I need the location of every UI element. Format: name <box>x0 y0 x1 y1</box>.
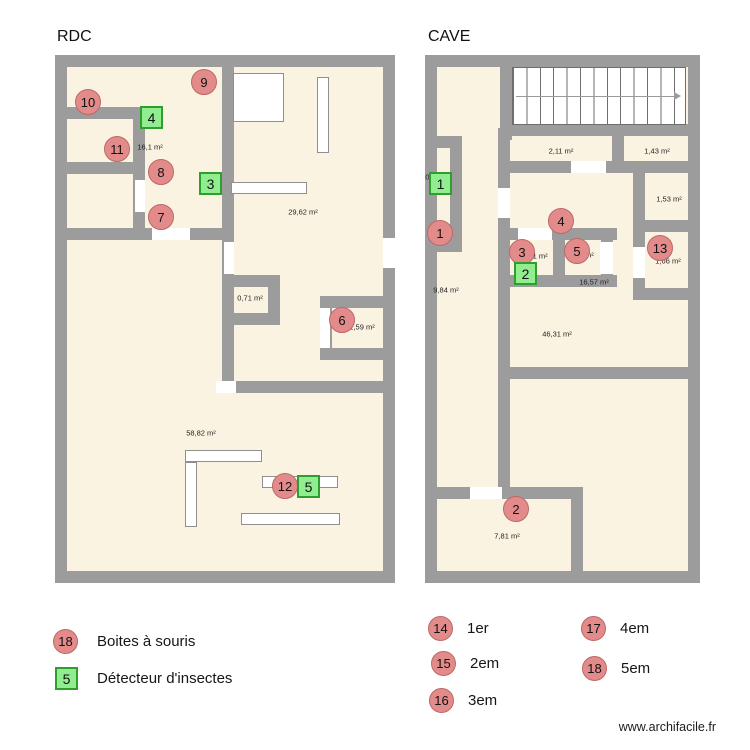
wall <box>553 240 565 275</box>
plan-title-rdc: RDC <box>57 28 92 45</box>
door-opening <box>498 188 510 218</box>
mouse-box-marker[interactable]: 2 <box>503 496 529 522</box>
door-opening <box>224 242 234 274</box>
watermark: www.archifacile.fr <box>618 720 716 734</box>
room-area-label: 29,62 m² <box>288 207 318 217</box>
wall <box>633 288 700 300</box>
wall <box>500 55 512 140</box>
furniture <box>185 462 197 527</box>
legend-label-floor-1: 1er <box>467 620 489 637</box>
arrow-right-icon <box>674 92 681 100</box>
room-area-label: 1,1 m² <box>526 251 548 261</box>
door-opening <box>571 161 606 173</box>
legend-label-insect-detector: Détecteur d'insectes <box>97 670 233 687</box>
insect-detector-badge: 5 <box>55 667 78 690</box>
furniture <box>231 182 307 194</box>
floor-1-badge: 14 <box>428 616 453 641</box>
wall <box>450 136 462 248</box>
insect-detector-marker[interactable]: 4 <box>140 106 163 129</box>
floor-4-badge: 17 <box>581 616 606 641</box>
legend-label-floor-2: 2em <box>470 655 500 672</box>
room-area-label: 9,84 m² <box>433 285 459 295</box>
door-opening <box>633 247 645 278</box>
wall <box>571 487 583 583</box>
room-area-label: 1,59 m² <box>349 322 375 332</box>
wall <box>222 381 395 393</box>
room-area-label: 16,57 m² <box>579 277 609 287</box>
furniture <box>317 77 329 153</box>
room-area-label: 2,11 m² <box>548 146 574 156</box>
mouse-box-marker[interactable]: 5 <box>564 238 590 264</box>
room-area-label: 0,71 m² <box>237 293 263 303</box>
wall <box>498 367 700 379</box>
door-opening <box>518 228 552 240</box>
room-area-label: 46,31 m² <box>542 329 572 339</box>
legend-item-floor-4: 17 4em <box>581 616 649 641</box>
wall <box>425 487 583 499</box>
door-opening <box>152 228 190 240</box>
legend-label-floor-3: 3em <box>468 692 498 709</box>
plan-title-cave: CAVE <box>428 28 471 45</box>
mouse-box-marker[interactable]: 10 <box>75 89 101 115</box>
door-opening <box>600 242 613 274</box>
furniture <box>233 73 284 122</box>
door-opening <box>135 180 145 212</box>
wall <box>633 220 700 232</box>
legend-label-mouse-boxes: Boites à souris <box>97 633 196 650</box>
insect-detector-marker[interactable]: 5 <box>297 475 320 498</box>
mouse-box-marker[interactable]: 13 <box>647 235 673 261</box>
mouse-box-badge: 18 <box>53 629 78 654</box>
room-area-label: 1,53 m² <box>656 194 682 204</box>
insect-detector-marker[interactable]: 1 <box>429 172 452 195</box>
door-opening <box>320 308 330 348</box>
stairs-direction-line <box>516 96 674 97</box>
room-area-label: 1,66 m² <box>655 256 681 266</box>
door-opening <box>470 487 502 499</box>
insect-detector-marker[interactable]: 2 <box>514 262 537 285</box>
legend-label-floor-5: 5em <box>621 660 651 677</box>
mouse-box-marker[interactable]: 6 <box>329 307 355 333</box>
floor-2-badge: 15 <box>431 651 456 676</box>
mouse-box-marker[interactable]: 11 <box>104 136 130 162</box>
mouse-box-marker[interactable]: 9 <box>191 69 217 95</box>
mouse-box-marker[interactable]: 7 <box>148 204 174 230</box>
insect-detector-marker[interactable]: 3 <box>199 172 222 195</box>
closet-room <box>222 275 280 325</box>
door-opening <box>216 381 236 393</box>
wall <box>500 124 700 136</box>
room-area-label: 16,1 m² <box>137 142 163 152</box>
legend-item-mouse-boxes: 18 Boites à souris <box>53 629 195 654</box>
mouse-box-marker[interactable]: 12 <box>272 473 298 499</box>
door-opening <box>383 238 395 268</box>
mouse-box-marker[interactable]: 8 <box>148 159 174 185</box>
legend-label-floor-4: 4em <box>620 620 650 637</box>
wall <box>498 128 510 497</box>
legend-item-floor-2: 15 2em <box>431 651 499 676</box>
legend-item-floor-5: 18 5em <box>582 656 650 681</box>
furniture <box>241 513 340 525</box>
stairs <box>512 67 686 125</box>
legend-item-floor-3: 16 3em <box>429 688 497 713</box>
floor-3-badge: 16 <box>429 688 454 713</box>
legend-item-floor-1: 14 1er <box>428 616 489 641</box>
room-area-label: 1,43 m² <box>644 146 670 156</box>
wall <box>612 124 624 173</box>
furniture <box>185 450 262 462</box>
room-area-label: 7,81 m² <box>494 531 520 541</box>
wall <box>55 228 234 240</box>
mouse-box-marker[interactable]: 1 <box>427 220 453 246</box>
wall <box>55 162 135 174</box>
room-area-label: 58,82 m² <box>186 428 216 438</box>
legend-item-insect-detector: 5 Détecteur d'insectes <box>55 667 232 690</box>
floor-5-badge: 18 <box>582 656 607 681</box>
mouse-box-marker[interactable]: 4 <box>548 208 574 234</box>
